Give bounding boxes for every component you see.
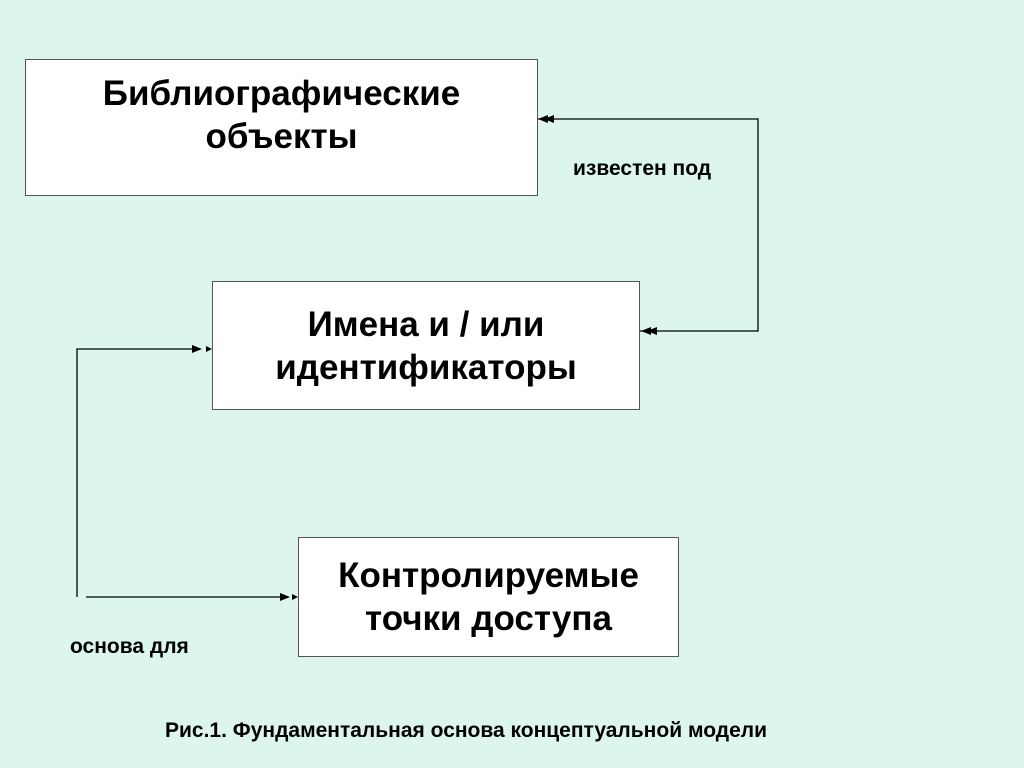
basis-for-label: основа для [70,635,189,658]
controlled-access-points-box: Контролируемые точки доступа [298,537,679,657]
arrowhead-access-2 [292,594,298,600]
names-identifiers-line-2: идентификаторы [275,347,577,387]
bibliographic-objects-line-1: Библиографические [102,74,461,113]
known-as-connector [538,118,759,332]
bibliographic-objects-box: Библиографические объекты [25,59,538,196]
figure-caption: Рис.1. Фундаментальная основа концептуал… [165,719,768,742]
names-identifiers-box: Имена и / или идентификаторы [212,281,640,410]
names-identifiers-line-1: Имена и / или [307,304,545,344]
arrowhead-names-right [641,327,651,335]
bibliographic-objects-line-2: объекты [205,117,358,156]
controlled-access-points-line-2: точки доступа [365,599,612,638]
arrowhead-names-left-2 [206,346,212,352]
arrowhead-access [280,593,290,601]
arrowhead-objects [538,115,548,123]
arrowhead-names-left [192,345,202,353]
basis-connector-upper [76,348,200,597]
arrowhead-names-right-2 [647,327,657,335]
controlled-access-points-line-1: Контролируемые [338,556,639,595]
arrowhead-objects-2 [544,115,554,123]
known-as-label: известен под [573,157,712,180]
